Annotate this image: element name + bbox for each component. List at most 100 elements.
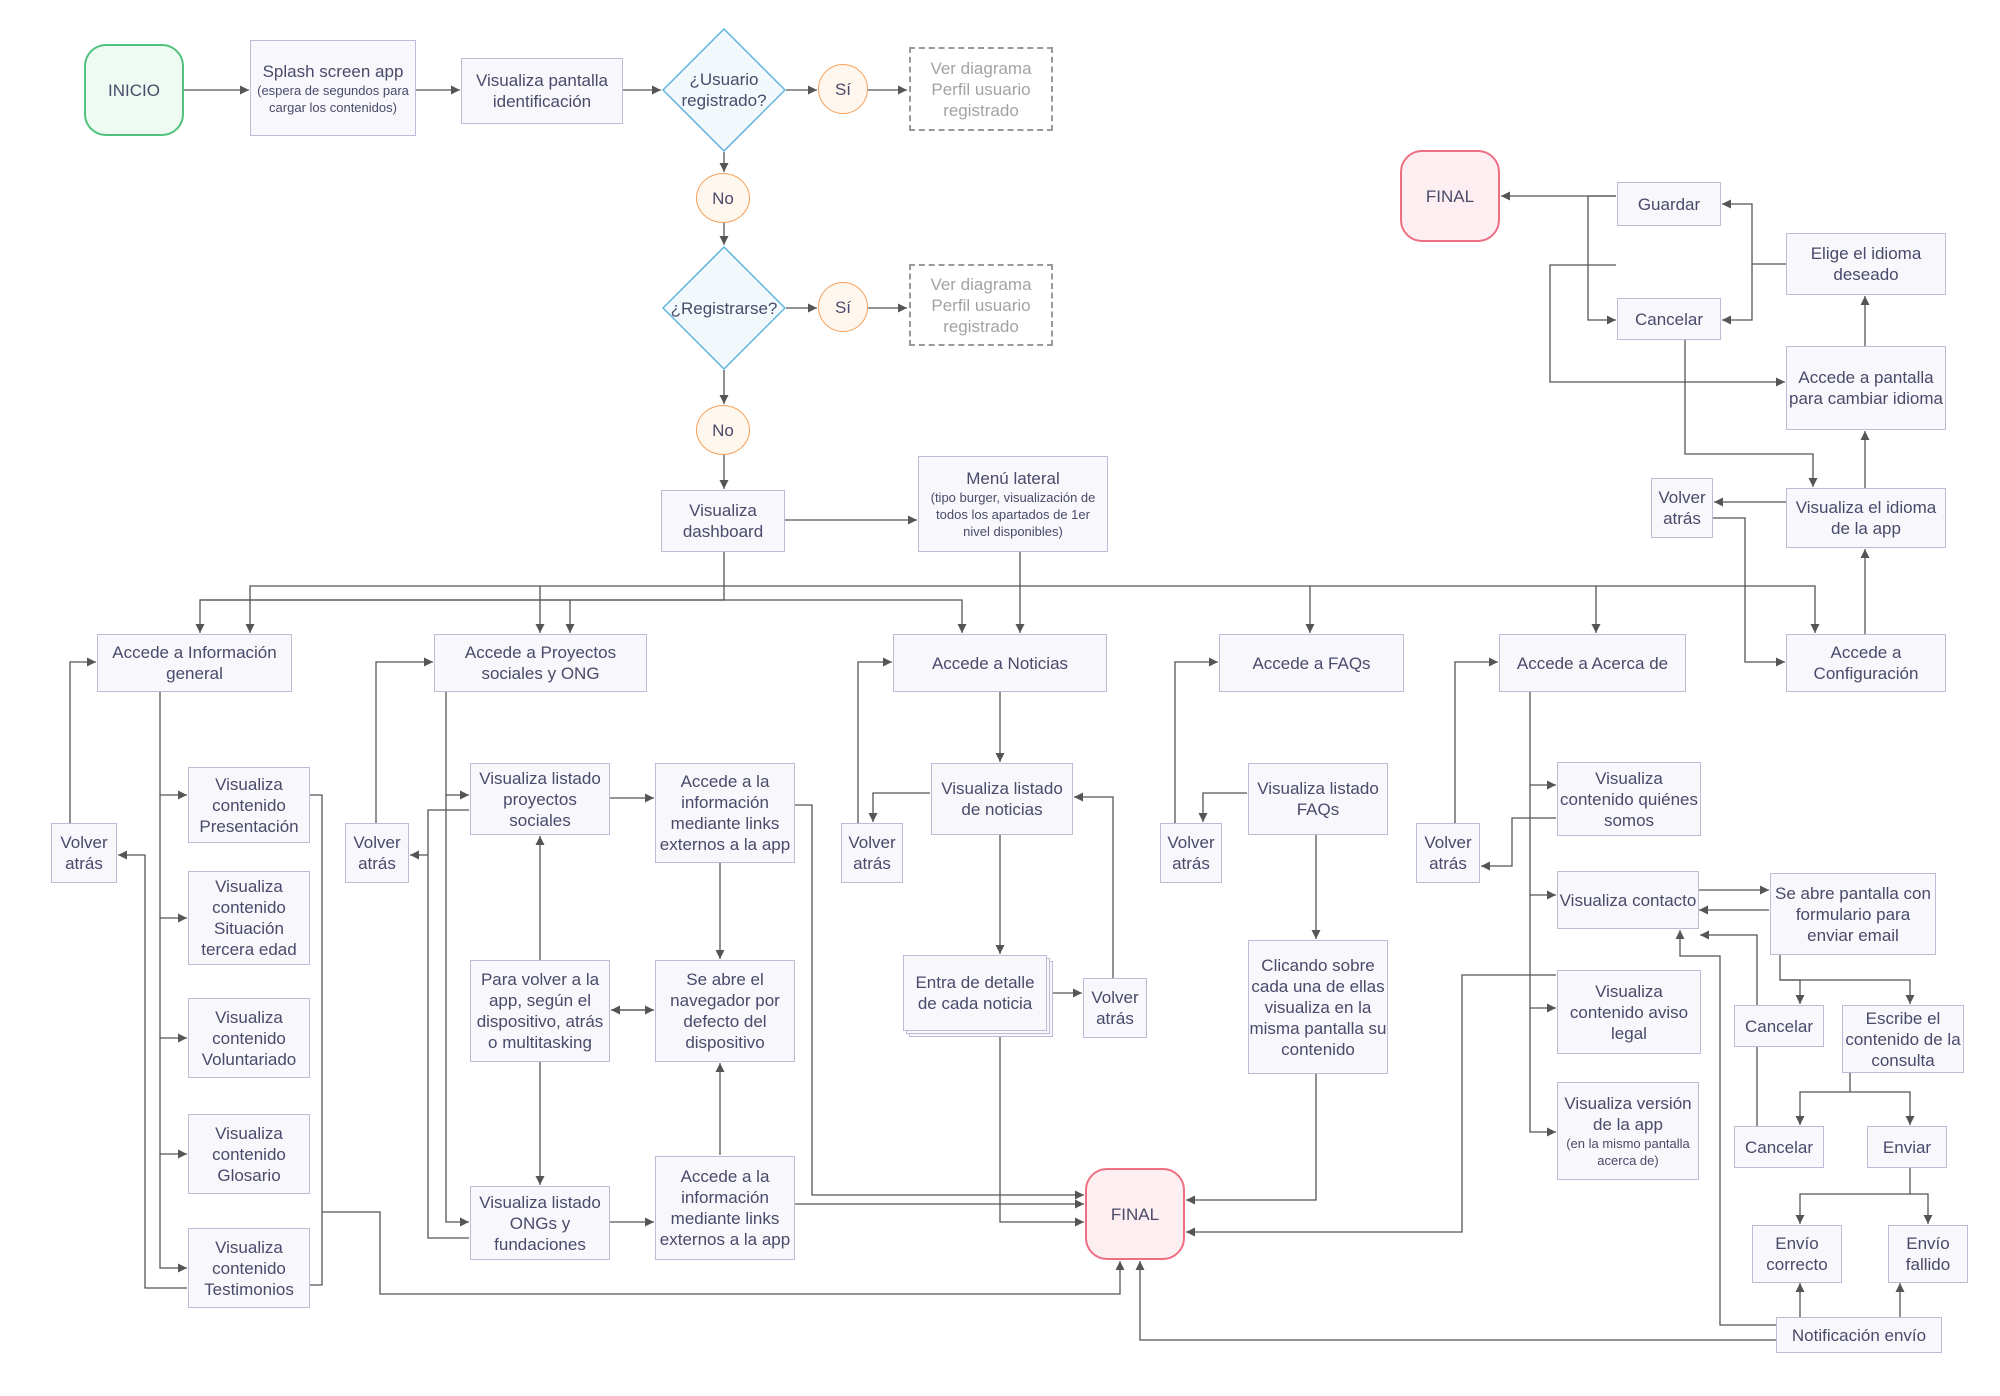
glossary-content-node: Visualiza contenido Glosario: [188, 1114, 310, 1194]
testimonials-content-node: Visualiza contenido Testimonios: [188, 1228, 310, 1308]
connector-85: [1675, 930, 1776, 1326]
connector-80: [1850, 1091, 1915, 1125]
save-node: Guardar: [1617, 182, 1721, 226]
connector-67: [1174, 657, 1218, 823]
connector-29: [1549, 264, 1785, 387]
write-query-node: Escribe el contenido de la consulta: [1842, 1005, 1964, 1073]
ngo-list-node: Visualiza listado ONGs y fundaciones: [470, 1186, 610, 1260]
connector-77: [1780, 979, 1915, 1004]
back-about-node: Volver atrás: [1416, 823, 1480, 883]
app-version-node: Visualiza versión de la app(en la mismo …: [1557, 1082, 1699, 1180]
connector-43: [445, 795, 469, 1227]
presentation-content-node: Visualiza contenido Presentación: [188, 767, 310, 843]
access-about-node: Accede a Acerca de: [1499, 634, 1686, 692]
cancel-form-node-2: Cancelar: [1734, 1126, 1824, 1168]
yes-registered-circle: Sí: [818, 64, 868, 114]
connector-28: [1587, 195, 1616, 325]
connector-37: [159, 1154, 187, 1273]
choose-language-node: Elige el idioma deseado: [1786, 233, 1946, 295]
dashboard-node: Visualiza dashboard: [661, 490, 785, 552]
connector-68: [1529, 692, 1556, 790]
elderly-situation-content-node: Visualiza contenido Situación tercera ed…: [188, 871, 310, 965]
browser-opens-node: Se abre el navegador por defecto del dis…: [655, 960, 795, 1062]
no-register-circle: No: [696, 405, 750, 455]
connector-70: [1529, 895, 1556, 1013]
connector-79: [1795, 1073, 1851, 1125]
no-registered-circle: No: [696, 173, 750, 223]
registered-profile-ref-2: Ver diagrama Perfil usuario registrado: [909, 264, 1053, 346]
side-menu-node: Menú lateral(tipo burger, visualización …: [918, 456, 1108, 552]
identification-screen-node: Visualiza pantalla identificación: [461, 58, 623, 124]
connector-18: [1310, 585, 1601, 633]
connector-25: [1722, 199, 1786, 265]
back-projects-node: Volver atrás: [345, 823, 409, 883]
return-to-app-node: Para volver a la app, según el dispositi…: [470, 960, 610, 1062]
connector-40: [310, 794, 323, 1286]
connector-35: [159, 918, 187, 1043]
send-success-node: Envío correcto: [1752, 1225, 1842, 1283]
access-projects-node: Accede a Proyectos sociales y ONG: [434, 634, 647, 692]
back-faqs-node: Volver atrás: [1160, 823, 1222, 883]
back-info-node: Volver atrás: [51, 823, 117, 883]
back-news-detail-node: Volver atrás: [1083, 978, 1147, 1038]
connector-39: [69, 657, 96, 823]
connector-20: [535, 585, 724, 633]
connector-55: [795, 804, 1084, 1200]
external-links-node-1: Accede a la información mediante links e…: [655, 763, 795, 863]
send-node: Enviar: [1867, 1126, 1947, 1168]
connector-21: [245, 585, 540, 633]
connector-17: [1019, 552, 1315, 633]
connector-65: [1186, 1074, 1317, 1205]
news-detail-node: Entra de detalle de cada noticia: [903, 955, 1047, 1031]
send-notification-node: Notificación envío: [1776, 1317, 1942, 1353]
access-faqs-node: Accede a FAQs: [1219, 634, 1404, 692]
connector-26: [1722, 264, 1753, 325]
connector-30: [1684, 340, 1818, 487]
view-language-node: Visualiza el idioma de la app: [1786, 488, 1946, 548]
news-list-node: Visualiza listado de noticias: [931, 763, 1073, 835]
volunteering-content-node: Visualiza contenido Voluntariado: [188, 998, 310, 1078]
about-us-content-node: Visualiza contenido quiénes somos: [1557, 762, 1701, 836]
register-decision: ¿Registrarse?: [662, 246, 786, 370]
language-screen-node: Accede a pantalla para cambiar idioma: [1786, 346, 1946, 430]
connector-32: [1713, 517, 1785, 667]
cancel-language-node: Cancelar: [1617, 298, 1721, 340]
connector-61: [868, 792, 930, 822]
connector-86: [1135, 1261, 1776, 1341]
connector-38: [118, 850, 187, 1289]
access-general-info-node: Accede a Información general: [97, 634, 292, 692]
external-links-node-2: Accede a la información mediante links e…: [655, 1156, 795, 1260]
connector-33: [159, 692, 187, 800]
back-news-node: Volver atrás: [841, 823, 903, 883]
splash-screen-node: Splash screen app(espera de segundos par…: [250, 40, 416, 136]
connector-60: [1074, 792, 1114, 978]
connector-36: [159, 1038, 187, 1159]
connector-81: [1795, 1168, 1911, 1224]
access-news-node: Accede a Noticias: [893, 634, 1107, 692]
connector-16: [724, 585, 1025, 633]
connector-13: [195, 552, 725, 633]
connector-88: [1700, 930, 1758, 1005]
back-config-node: Volver atrás: [1651, 478, 1713, 538]
access-config-node: Accede a Configuración: [1786, 634, 1946, 692]
connector-15: [570, 599, 967, 633]
projects-list-node: Visualiza listado proyectos sociales: [470, 763, 610, 835]
contact-node: Visualiza contacto: [1557, 871, 1699, 929]
cancel-form-node-1: Cancelar: [1734, 1005, 1824, 1047]
connector-62: [857, 657, 892, 823]
connector-71: [1529, 1008, 1556, 1137]
connector-82: [1910, 1193, 1933, 1224]
connector-42: [445, 692, 469, 800]
connector-87: [1186, 974, 1556, 1237]
connector-14: [200, 599, 575, 633]
email-form-node: Se abre pantalla con formulario para env…: [1770, 873, 1936, 955]
connector-69: [1529, 785, 1556, 900]
registered-user-decision: ¿Usuario registrado?: [662, 28, 786, 152]
faq-click-node: Clicando sobre cada una de ellas visuali…: [1248, 940, 1388, 1074]
connector-34: [159, 795, 187, 923]
legal-notice-node: Visualiza contenido aviso legal: [1557, 970, 1701, 1054]
yes-register-circle: Sí: [818, 282, 868, 332]
connector-19: [1596, 585, 1820, 633]
